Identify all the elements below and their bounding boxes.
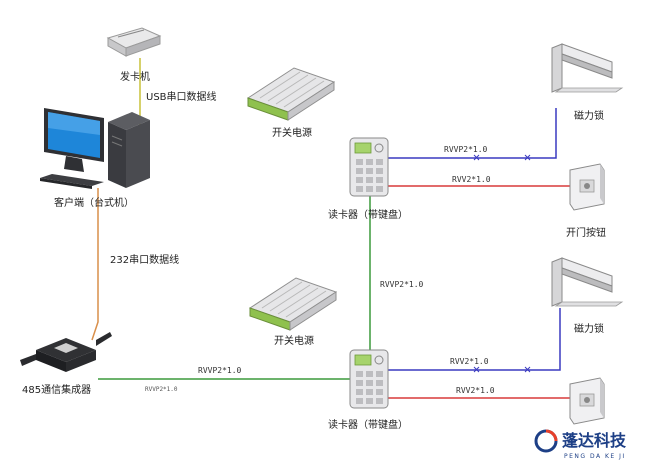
cable-spec-vertical: RVVP2*1.0 [380,280,424,289]
card-issuer-icon [106,27,162,57]
exit-button-icon [569,163,605,211]
cable-spec-top-lock: RVVP2*1.0 [444,145,488,154]
card-issuer-label: 发卡机 [120,70,150,83]
cables [91,58,574,399]
brand-logo-accent [545,429,558,442]
rs485-hub-label: 485通信集成器 [22,383,91,396]
rs232-cable-label: 232串口数据线 [110,253,179,266]
top-lock-line [388,108,557,159]
brand-pinyin: PENG DA KE JI [564,453,626,460]
cable-spec-top-button: RVV2*1.0 [452,175,491,184]
cable-cross-marks [473,154,531,373]
keypad-reader-icon [349,137,389,197]
magnetic-lock-icon [551,257,624,307]
cable-spec-hub-reader: RVVP2*1.0 [198,366,242,375]
power-supply-icon [248,277,338,331]
exit-button-label: 开门按钮 [566,226,606,239]
brand-name: 蓬达科技 [562,431,627,450]
rs232-cable-line [91,188,99,341]
cable-spec-hub-small: RVVP2*1.0 [145,386,178,393]
reader-bottom-label: 读卡器（带键盘） [328,418,408,431]
keypad-reader-icon [349,349,389,409]
cable-spec-bottom-button: RVV2*1.0 [456,386,495,395]
reader-top-label: 读卡器（带键盘） [328,208,408,221]
maglock-top-label: 磁力锁 [574,109,604,122]
exit-button-icon [569,377,605,425]
power-supply-icon [246,67,336,121]
rs485-hub-icon [20,332,112,372]
bottom-lock-line [388,308,561,371]
magnetic-lock-icon [551,43,624,93]
usb-cable-label: USB串口数据线 [146,90,217,103]
power-supply-bottom-label: 开关电源 [274,334,314,347]
brand-logo: 蓬达科技 PENG DA KE JI [534,429,627,460]
client-pc-label: 客户端（台式机） [54,196,134,209]
maglock-bottom-label: 磁力锁 [574,322,604,335]
desktop-computer-icon [40,108,150,189]
cable-spec-bottom-lock: RVV2*1.0 [450,357,489,366]
power-supply-top-label: 开关电源 [272,126,312,139]
